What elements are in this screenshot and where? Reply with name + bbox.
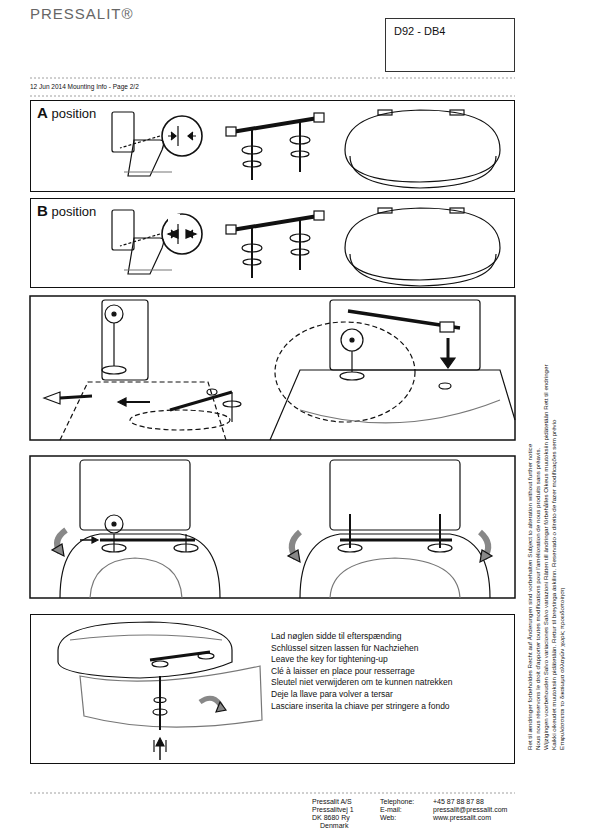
- address-line: Denmark: [320, 822, 348, 829]
- notice-text: Wijzigingen voorbehouden Salvo variacion…: [543, 364, 549, 750]
- position-panel: A position: [30, 100, 515, 192]
- notice-text: Επιφυλάσσεται το δικαίωμα αλλαγών χωρίς …: [559, 587, 565, 750]
- contact-value: pressalit@pressalit.com: [433, 806, 507, 813]
- address-line: Pressalit A/S: [312, 798, 352, 805]
- contact-key: Telephone:: [380, 798, 414, 805]
- instruction-text: Lad nøglen sidde til efterspænding: [271, 631, 508, 643]
- part-number-box: D92 - DB4: [385, 18, 515, 72]
- instruction-text: Clé à laisser en place pour resserrage: [271, 666, 508, 678]
- position-label: A position: [37, 104, 96, 122]
- contact-value: +45 87 88 87 88: [433, 798, 484, 805]
- position-panel: B position: [30, 198, 515, 288]
- instruction-text: Leave the key for tightening-up: [271, 654, 508, 666]
- instruction-text: Sleutel niet verwijderen om te kunnen na…: [271, 677, 508, 689]
- contact-key: E-mail:: [380, 806, 402, 813]
- instruction-text: Schlüssel sitzen lassen für Nachziehen: [271, 643, 508, 655]
- position-label: B position: [37, 202, 96, 220]
- notice-text: Ret til ændringer forbeholdes Recht auf …: [527, 444, 533, 750]
- notice-text: Nous nous réservons le droit d'apporter …: [535, 448, 541, 750]
- instruction-text: Lasciare inserita la chiave per stringer…: [271, 701, 508, 713]
- notice-text: Kaikki oikeudet muutoksiin pidätetään. R…: [551, 419, 557, 750]
- brand-logo: PRESSALIT®: [30, 6, 134, 21]
- contact-value: www.pressalit.com: [433, 814, 491, 821]
- part-number: D92 - DB4: [394, 25, 506, 38]
- instruction-text: Deje la llave para volver a tersar: [271, 689, 508, 701]
- address-line: Pressalitvej 1: [312, 806, 354, 813]
- contact-key: Web:: [380, 814, 396, 821]
- instruction-panel: Lad nøglen sidde til efterspændingSchlüs…: [30, 614, 515, 764]
- date-line: 12 Jun 2014 Mounting Info - Page 2/2: [30, 84, 139, 91]
- address-line: DK 8680 Ry: [312, 814, 350, 821]
